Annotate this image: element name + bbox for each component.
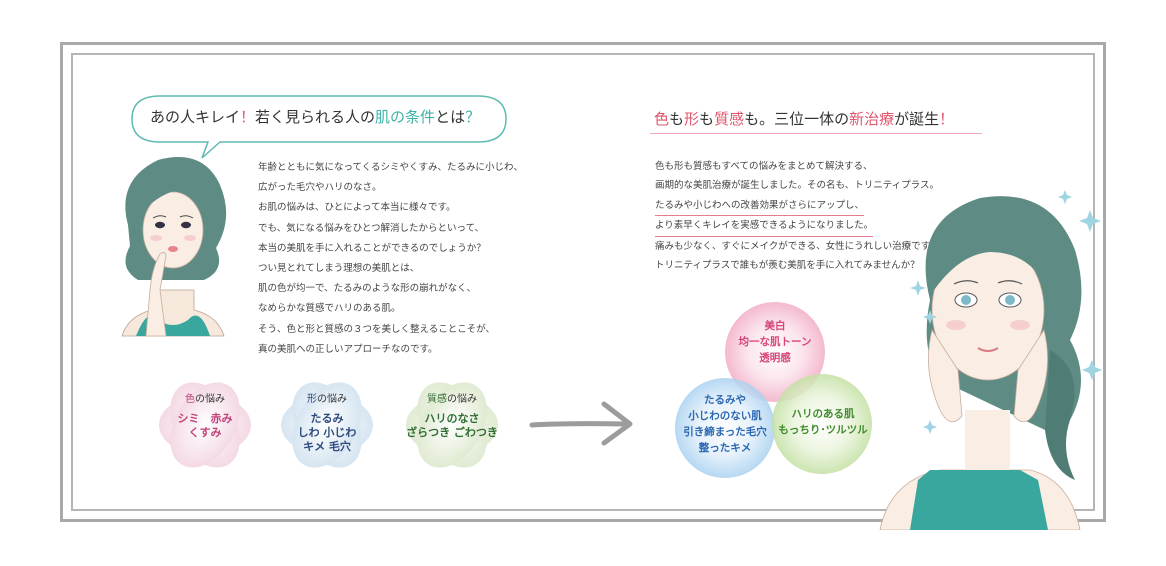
speech-bubble (131, 95, 507, 159)
bubble-heading: あの人キレイ！若く見られる人の肌の条件とは？ (150, 108, 481, 126)
heading-underline (650, 133, 982, 134)
texture-concern-flower (406, 382, 498, 468)
left-body-text: 年齢とともに気になってくるシミやくすみ、たるみに小じわ、 広がった毛穴やハリのな… (258, 162, 524, 355)
woman-illustration-right (879, 190, 1102, 530)
color-concern-label: 色の悩み シミ 赤み くすみ (177, 394, 233, 439)
elasticity-circle-label: ハリのある肌 もっちり･ツルツル (778, 408, 868, 436)
shape-concern-flower (281, 382, 373, 468)
whitening-circle-label: 美白 均一な肌トーン 透明感 (738, 320, 812, 364)
right-body-text: 色も形も質感もすべての悩みをまとめて解決する、 画期的な美肌治療が誕生しました。… (655, 161, 939, 272)
color-concern-flower (159, 382, 251, 468)
trinity-venn-diagram (675, 302, 872, 478)
outer-frame (60, 42, 1106, 522)
shape-concern-label: 形の悩み たるみ しわ 小じわ キメ 毛穴 (297, 394, 357, 453)
firmness-circle-label: たるみや 小じわのない肌 引き締まった毛穴 整ったキメ (683, 394, 767, 454)
inner-frame (71, 53, 1095, 511)
right-heading: 色も形も質感も。三位一体の新治療が誕生！ (654, 110, 955, 128)
woman-illustration-left (121, 157, 227, 337)
arrow-right-icon (529, 401, 633, 446)
texture-concern-label: 質感の悩み ハリのなさ ざらつき ごわつき (406, 394, 498, 439)
